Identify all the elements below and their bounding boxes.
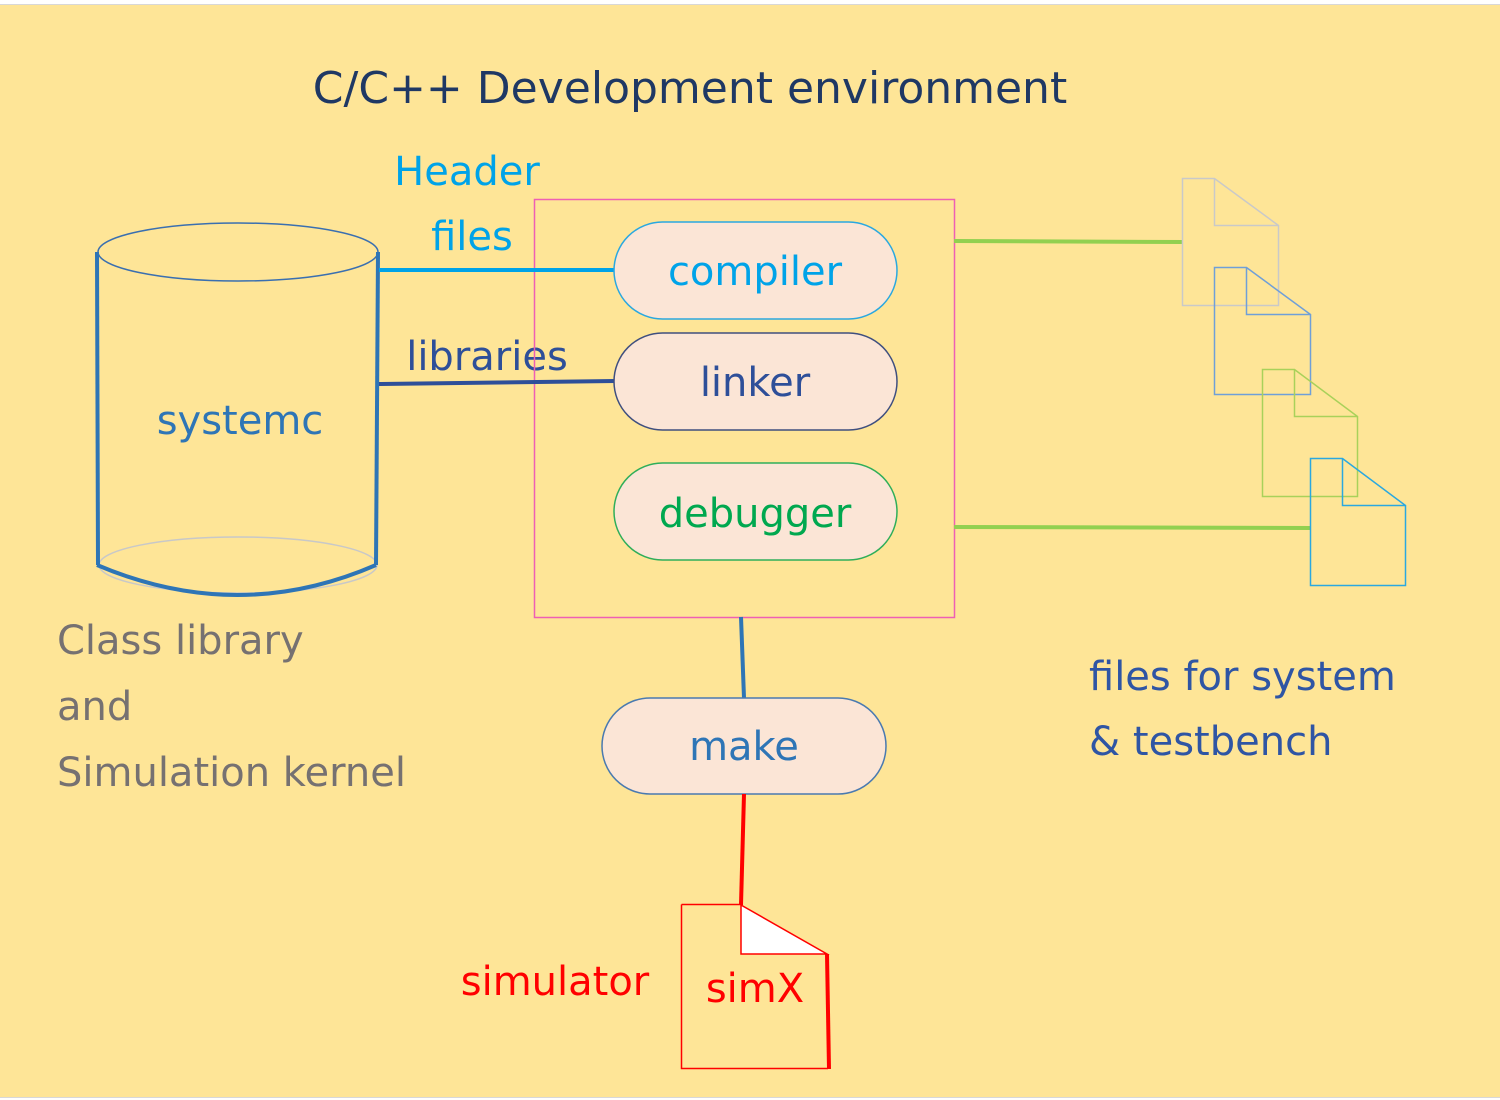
file-document-icon [1213, 266, 1312, 396]
linker-node[interactable]: linker [613, 332, 898, 431]
simx-right-edge [825, 953, 831, 1070]
cylinder-right-side [374, 251, 380, 566]
simx-file-icon[interactable]: simX [680, 903, 831, 1070]
debugger-label: debugger [659, 491, 852, 537]
file-document-icon [1181, 177, 1280, 307]
class-library-caption: Class library and Simulation kernel [57, 618, 406, 796]
source-files-connector-bottom [953, 525, 1312, 530]
libraries-label: libraries [406, 334, 568, 380]
header-files-label-line-1: Header [394, 149, 540, 195]
make-to-simulator-connector [739, 793, 746, 906]
make-node[interactable]: make [601, 697, 887, 795]
linker-label: linker [700, 360, 811, 406]
file-document-icon [1309, 457, 1407, 587]
simx-label: simX [706, 966, 804, 1012]
header-files-label-line-2: files [431, 214, 513, 260]
compiler-node[interactable]: compiler [613, 221, 898, 320]
simulator-label: simulator [461, 959, 650, 1005]
caption-line-1: Class library [57, 618, 304, 664]
files-caption-line-2: & testbench [1089, 719, 1332, 765]
simx-outline [680, 903, 828, 1070]
source-file-stack [1181, 177, 1407, 587]
diagram-title: C/C++ Development environment [313, 63, 1067, 114]
cylinder-left-side [95, 251, 100, 566]
cylinder-bottom-arc [96, 563, 377, 597]
linker-pill[interactable] [613, 332, 898, 431]
tools-to-make-connector [739, 616, 746, 699]
compiler-label: compiler [668, 249, 843, 295]
systemc-cylinder-icon [95, 222, 380, 597]
simx-folded-corner [740, 903, 830, 955]
source-files-connector-top [953, 239, 1184, 244]
systemc-label: systemc [157, 398, 324, 444]
libraries-connector [378, 379, 616, 386]
debugger-node[interactable]: debugger [613, 462, 898, 561]
caption-line-3: Simulation kernel [57, 750, 406, 796]
make-label: make [689, 724, 799, 770]
files-caption-line-1: files for system [1089, 654, 1396, 700]
file-document-icon [1261, 368, 1359, 498]
compiler-pill[interactable] [613, 221, 898, 320]
dev-tools-box [533, 198, 956, 619]
caption-line-2: and [57, 684, 132, 730]
debugger-pill[interactable] [613, 462, 898, 561]
